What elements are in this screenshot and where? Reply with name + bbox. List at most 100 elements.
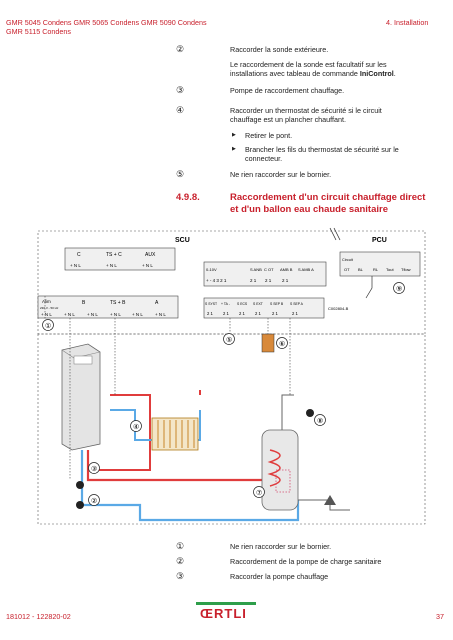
flow-pipe	[86, 450, 268, 482]
sensor-label: S SEP B	[270, 302, 284, 306]
terminal-label-ts-b: TS + B	[110, 300, 126, 306]
controller-outline	[37, 230, 426, 335]
callout-2: ②	[91, 497, 97, 505]
power-supply-label: Alim	[42, 299, 51, 304]
header-chapter: 4. Installation	[386, 18, 429, 27]
pcu-terminal-label: RL	[373, 267, 379, 272]
step-text: Raccorder la pompe chauffage	[230, 572, 329, 581]
terminal-label: AMB B	[280, 267, 293, 272]
header-model-line-2: GMR 5115 Condens	[6, 27, 71, 36]
product-name: IniControl	[359, 69, 394, 78]
terminal-label: 0-10V	[206, 267, 217, 272]
heating-return-pipe	[110, 409, 201, 441]
step-text: Raccorder la sonde extérieure.	[230, 45, 329, 54]
dhw-pump-icon	[76, 501, 84, 509]
sensor-label: + TA -	[221, 302, 230, 306]
callout-5: ⑤	[226, 336, 232, 344]
step-number: ②	[176, 556, 185, 566]
page-number: 37	[436, 612, 444, 621]
terminal-pins: + N L	[132, 312, 143, 317]
callout-3: ③	[91, 465, 97, 473]
terminal-label-c: C	[77, 252, 81, 258]
bullet-text: Brancher les fils du thermostat de sécur…	[245, 145, 399, 154]
section-number: 4.9.8.	[176, 192, 200, 203]
pcu-label: PCU	[372, 237, 387, 244]
terminal-pins: 2 1	[250, 278, 257, 283]
terminal-pins: 2 1	[255, 311, 261, 316]
step-text: Raccordement de la pompe de charge sanit…	[230, 557, 382, 566]
callout-9: ⑨	[396, 285, 402, 293]
step-number: ③	[176, 571, 185, 581]
terminal-pins: 2 1	[207, 311, 213, 316]
diagram-reference: C002804-B	[328, 306, 349, 311]
terminal-label-ts-c: TS + C	[106, 252, 122, 258]
terminal-pins: + N L	[110, 312, 121, 317]
pcu-terminal-label: OT	[344, 267, 350, 272]
sensor-label: S SEP A	[290, 302, 304, 306]
terminal-label-a: A	[155, 300, 159, 306]
terminal-pins: 2 1	[282, 278, 289, 283]
step-number: ⑤	[176, 169, 185, 179]
pcu-terminal-label: Circuit	[342, 258, 354, 262]
section-title-line-1: Raccordement d'un circuit chauffage dire…	[230, 192, 426, 203]
footer-reference: 181012 - 122820-02	[6, 612, 71, 621]
sensor-label: S SYST	[205, 302, 217, 306]
terminal-pins: + N L	[70, 263, 81, 268]
step-text: Ne rien raccorder sur le bornier.	[230, 542, 332, 551]
bullet-text: connecteur.	[245, 154, 283, 163]
terminal-pins: + N L	[64, 312, 75, 317]
callout-7: ⑦	[256, 489, 262, 497]
step-number: ③	[176, 85, 185, 95]
header-model-line-1: GMR 5045 Condens GMR 5065 Condens GMR 50…	[6, 18, 207, 27]
step-text: Pompe de raccordement chauffage.	[230, 86, 345, 95]
callout-6: ⑥	[279, 340, 285, 348]
boiler-illustration	[61, 343, 101, 451]
logo-bar	[196, 602, 256, 605]
step-number: ②	[176, 44, 185, 54]
step-number: ④	[176, 105, 185, 115]
terminal-pins: 2 1	[223, 311, 229, 316]
power-supply-rating: 230 V - 50 Hz	[40, 306, 59, 310]
step-text: Raccorder un thermostat de sécurité si l…	[230, 106, 382, 115]
terminal-label: S AMB A	[298, 267, 314, 272]
return-pipe	[80, 450, 300, 522]
pcu-terminal-label: Tflow	[401, 267, 411, 272]
sensor-label: S EXT	[253, 302, 263, 306]
section-title-line-2: et d'un ballon eau chaude sanitaire	[230, 204, 388, 215]
terminal-label-aux: AUX	[145, 252, 156, 258]
callout-9-icon	[393, 282, 405, 294]
bullet-arrow-icon: ▶	[232, 132, 236, 138]
heating-pump-icon	[76, 481, 84, 489]
terminal-pins: + N L	[142, 263, 153, 268]
terminal-pins: + N L	[41, 312, 52, 317]
heating-flow-pipe	[88, 394, 151, 471]
terminal-pins: 2 1	[292, 311, 298, 316]
scu-label: SCU	[175, 237, 190, 244]
step-text: chauffage est un plancher chauffant.	[230, 115, 347, 124]
hydraulic-outline	[37, 333, 426, 525]
terminal-label: C OT	[264, 267, 274, 272]
note-line: installations avec tableau de commande I…	[230, 69, 396, 78]
terminal-pins: + - 4 3 2 1	[206, 278, 227, 283]
terminal-pins: + N L	[155, 312, 166, 317]
terminal-label: S ANB	[250, 267, 262, 272]
terminal-label-b: B	[82, 300, 86, 306]
terminal-pins: 2 1	[265, 278, 272, 283]
note-line: Le raccordement de la sonde est facultat…	[230, 60, 387, 69]
terminal-pins: + N L	[87, 312, 98, 317]
step-number: ①	[176, 541, 185, 551]
radiator-illustration	[151, 417, 199, 451]
pcu-terminal-label: Tout	[386, 267, 394, 272]
pcu-terminal-label: BL	[358, 267, 364, 272]
safety-thermostat-connector	[261, 333, 275, 353]
terminal-pins: 2 1	[239, 311, 245, 316]
safety-valve-icon	[306, 409, 314, 417]
bullet-text: Retirer le pont.	[245, 131, 293, 140]
callout-4: ④	[133, 423, 139, 431]
bullet-arrow-icon: ▶	[232, 146, 236, 152]
terminal-pins: 2 1	[272, 311, 278, 316]
brand-logo: ŒRTLI	[200, 606, 247, 621]
callout-8: ⑧	[317, 417, 323, 425]
terminal-pins: + N L	[106, 263, 117, 268]
